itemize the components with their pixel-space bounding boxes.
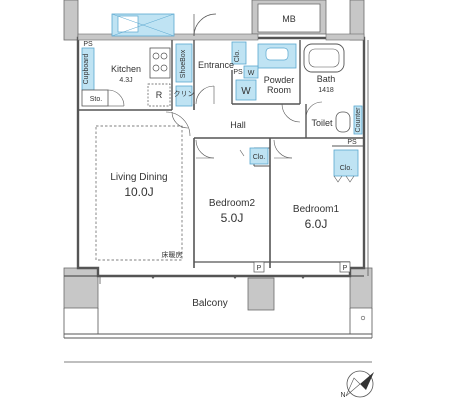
bath-door-swing — [281, 103, 301, 123]
refrigerator-space — [147, 83, 171, 107]
powder-room-label-2: Room — [267, 85, 291, 95]
column-bottom-left — [63, 267, 99, 309]
column-top-left — [63, 0, 79, 41]
washing-machine-label: W — [241, 86, 251, 97]
column-bottom-right — [349, 267, 373, 309]
toilet-door-swing — [305, 101, 323, 119]
bedroom2-label: Bedroom2 — [209, 198, 256, 209]
bedroom2-size: 5.0J — [221, 211, 244, 225]
refrigerator-label: R — [156, 90, 163, 100]
stove — [149, 47, 171, 79]
burner-2 — [160, 52, 168, 60]
toilet-ps-label: PS — [347, 139, 357, 146]
burner-1 — [152, 52, 160, 60]
wall-frame — [63, 0, 373, 363]
north-arrow: N — [340, 370, 374, 399]
storage-shelf — [81, 89, 109, 107]
front-door-swing — [193, 13, 217, 37]
shoebox — [175, 43, 193, 83]
room-labels: MB PS Cupboard Kitchen 4.3J Sto. R ShoeB… — [83, 14, 362, 309]
bath-size: 1418 — [318, 87, 334, 94]
bedroom1-size: 6.0J — [305, 217, 328, 231]
north-label: N — [340, 392, 345, 399]
pipe-space-bed2-label: P — [257, 265, 262, 272]
bedroom2-closet — [249, 147, 269, 165]
pipe-space-bed1-label: P — [343, 265, 348, 272]
bedroom1-door-swing — [273, 139, 293, 159]
balcony-box — [247, 277, 275, 311]
kitchen-label: Kitchen — [111, 64, 141, 74]
mb-box — [257, 3, 321, 33]
kitchen-fixtures — [81, 13, 175, 107]
toilet-label: Toilet — [311, 118, 333, 128]
balcony-label: Balcony — [192, 298, 228, 309]
entrance-closet — [231, 41, 247, 65]
entrance-closet-label: Clo. — [234, 50, 241, 63]
kitchen-size: 4.3J — [119, 77, 132, 84]
bedroom1-closet-label: Clo. — [340, 165, 353, 172]
cupboard-label: Cupboard — [83, 54, 90, 85]
entrance-door-swing — [195, 85, 215, 105]
sink — [117, 15, 139, 33]
entrance-label: Entrance — [198, 60, 234, 70]
hall-label: Hall — [230, 120, 246, 130]
bath-label: Bath — [317, 74, 336, 84]
burner-4 — [160, 64, 168, 72]
storage-label: Sto. — [90, 96, 103, 103]
laundry-w-small — [243, 65, 259, 79]
bedroom2-closet-label: Clo. — [253, 154, 266, 161]
floor-heating-label: 床暖房 — [162, 250, 183, 259]
living-dining-label: Living Dining — [110, 172, 167, 183]
mb-label: MB — [282, 14, 296, 24]
counter-label: Counter — [355, 107, 362, 133]
living-dining-size: 10.0J — [124, 185, 153, 199]
burner-3 — [152, 64, 160, 72]
kitchen-door-swing — [171, 111, 189, 129]
washing-machine — [235, 79, 257, 101]
cleaning-closet-label: クリン — [174, 90, 195, 98]
bedroom1-label: Bedroom1 — [293, 204, 340, 215]
ps-label: PS — [83, 41, 93, 48]
laundry-w-small-label: W — [248, 70, 255, 77]
cleaning-closet — [175, 85, 193, 107]
toilet-bowl — [335, 111, 351, 133]
pipe-space-bed2 — [253, 261, 265, 273]
living-door-swing — [165, 111, 191, 137]
toilet-counter — [353, 105, 363, 135]
wet-area-fixtures — [235, 43, 363, 135]
pipe-space-bed1 — [339, 261, 351, 273]
entrance-ps-label: PS — [233, 69, 243, 76]
bedroom2-door-swing — [195, 139, 215, 159]
entrance-fixtures — [171, 13, 247, 129]
powder-room-label-1: Powder — [264, 75, 295, 85]
bedroom-fixtures — [95, 111, 359, 273]
bedroom1-closet — [333, 149, 359, 177]
north-arrow-icon — [360, 372, 374, 390]
floor-heating-area — [95, 125, 183, 261]
shoebox-label: ShoeBox — [180, 49, 187, 78]
